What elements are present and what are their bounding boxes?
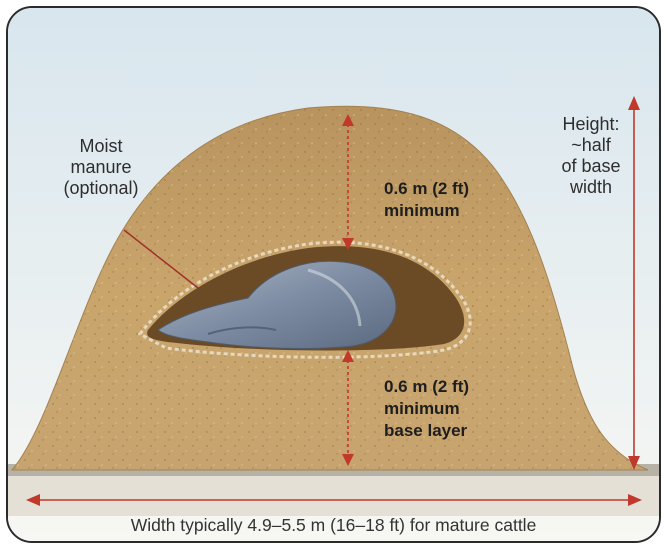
height-label-line-2: ~half <box>536 135 646 156</box>
width-label: Width typically 4.9–5.5 m (16–18 ft) for… <box>8 515 659 535</box>
top-layer-label-line-2: minimum <box>384 200 469 222</box>
height-label: Height: ~half of base width <box>536 114 646 198</box>
manure-label-line-3: (optional) <box>36 178 166 199</box>
manure-label-line-2: manure <box>36 157 166 178</box>
manure-label-line-1: Moist <box>36 136 166 157</box>
diagram-frame: Moist manure (optional) Height: ~half of… <box>6 6 661 543</box>
ground-base <box>8 476 659 516</box>
top-layer-label: 0.6 m (2 ft) minimum <box>384 178 469 222</box>
height-label-line-4: width <box>536 177 646 198</box>
base-layer-label-line-1: 0.6 m (2 ft) <box>384 376 469 398</box>
base-layer-label: 0.6 m (2 ft) minimum base layer <box>384 376 469 442</box>
manure-label: Moist manure (optional) <box>36 136 166 199</box>
base-layer-label-line-2: minimum <box>384 398 469 420</box>
compost-mound-illustration <box>8 8 659 541</box>
height-label-line-1: Height: <box>536 114 646 135</box>
height-label-line-3: of base <box>536 156 646 177</box>
top-layer-label-line-1: 0.6 m (2 ft) <box>384 178 469 200</box>
base-layer-label-line-3: base layer <box>384 420 469 442</box>
